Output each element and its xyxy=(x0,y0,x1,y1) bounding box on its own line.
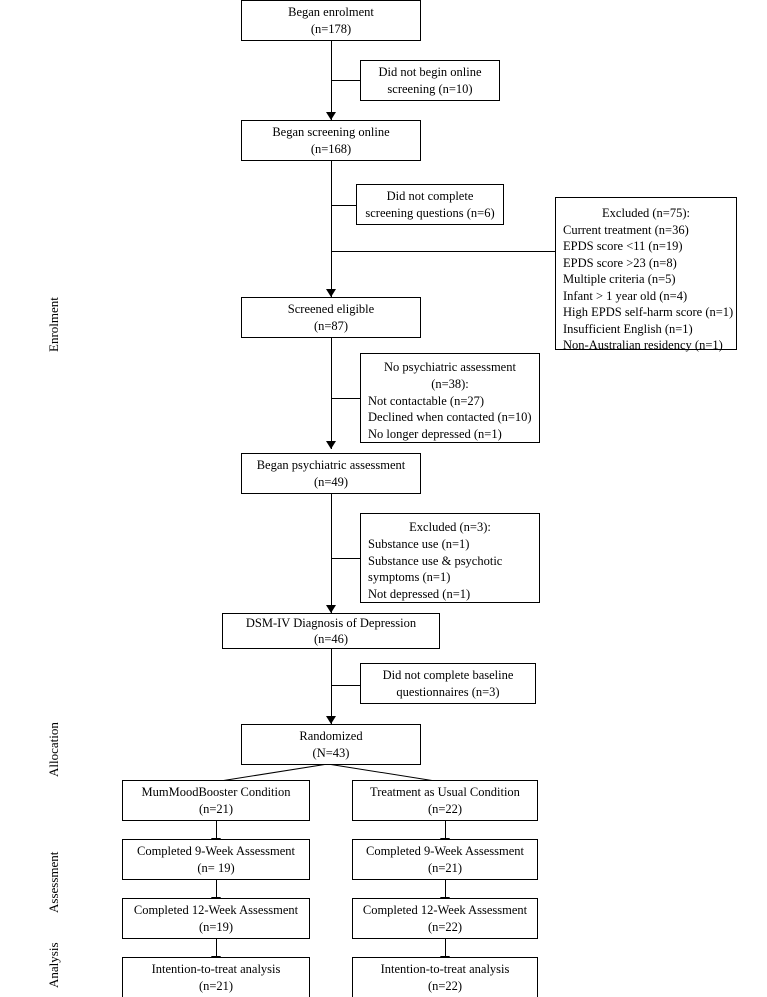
no-psych-item: No longer depressed (n=1) xyxy=(368,426,502,441)
connector-line xyxy=(331,685,360,686)
connector-line xyxy=(331,205,360,206)
node-randomized: Randomized (N=43) xyxy=(241,724,421,765)
node-no-psychiatric-assessment: No psychiatric assessment (n=38): Not co… xyxy=(360,353,540,443)
node-treatment-as-usual-condition: Treatment as Usual Condition (n=22) xyxy=(352,780,538,821)
node-count: (n= 19) xyxy=(197,860,235,875)
connector-line xyxy=(216,939,217,963)
node-count: (n=22) xyxy=(427,978,463,993)
node-right-completed-9-week-assessment: Completed 9-Week Assessment (n=21) xyxy=(352,839,538,880)
node-line-2: questionnaires (n=3) xyxy=(396,684,500,699)
connector-line xyxy=(445,821,446,845)
connector-line xyxy=(216,880,217,904)
node-count: (n=22) xyxy=(427,801,463,816)
node-title: Intention-to-treat analysis xyxy=(151,962,281,976)
stage-label-assessment: Assessment xyxy=(46,851,61,913)
no-psych-header-line-1: No psychiatric assessment xyxy=(384,360,516,374)
node-title: Completed 9-Week Assessment xyxy=(137,844,295,858)
connector-arrow xyxy=(326,716,336,724)
stage-label-analysis: Analysis xyxy=(46,942,61,989)
excluded-75-item: EPDS score >23 (n=8) xyxy=(563,255,677,270)
node-began-enrolment: Began enrolment (n=178) xyxy=(241,0,421,41)
node-count: (n=21) xyxy=(198,801,234,816)
node-left-intention-to-treat-analysis: Intention-to-treat analysis (n=21) xyxy=(122,957,310,997)
connector-arrow xyxy=(326,112,336,120)
node-right-intention-to-treat-analysis: Intention-to-treat analysis (n=22) xyxy=(352,957,538,997)
excluded-75-header: Excluded (n=75): xyxy=(602,206,690,220)
node-did-not-complete-baseline-questionnaires: Did not complete baseline questionnaires… xyxy=(360,663,536,704)
node-did-not-complete-screening-questions: Did not complete screening questions (n=… xyxy=(356,184,504,225)
connector-arrow xyxy=(326,605,336,613)
node-count: (n=168) xyxy=(310,141,352,156)
node-count: (n=21) xyxy=(198,978,234,993)
node-title: Randomized xyxy=(299,729,363,743)
excluded-3-item: Substance use & psychotic xyxy=(368,553,503,568)
node-mummoodbooster-condition: MumMoodBooster Condition (n=21) xyxy=(122,780,310,821)
node-line-1: Did not complete xyxy=(386,189,474,203)
node-count: (n=21) xyxy=(427,860,463,875)
node-line-2: screening (n=10) xyxy=(387,81,473,96)
node-title: Completed 9-Week Assessment xyxy=(366,844,524,858)
stage-label-allocation: Allocation xyxy=(46,722,61,777)
node-title: Treatment as Usual Condition xyxy=(370,785,520,799)
node-title: Intention-to-treat analysis xyxy=(380,962,510,976)
connector-line xyxy=(216,821,217,845)
connector-line xyxy=(331,251,555,252)
node-began-screening-online: Began screening online (n=168) xyxy=(241,120,421,161)
node-right-completed-12-week-assessment: Completed 12-Week Assessment (n=22) xyxy=(352,898,538,939)
connector-line xyxy=(331,493,332,613)
no-psych-header-line-2: (n=38): xyxy=(431,376,469,391)
excluded-75-item: EPDS score <11 (n=19) xyxy=(563,239,683,253)
connector-line xyxy=(331,558,360,559)
node-title: Screened eligible xyxy=(287,302,375,316)
excluded-3-item: Substance use (n=1) xyxy=(368,537,470,551)
connector-line xyxy=(331,80,360,81)
node-count: (n=22) xyxy=(427,919,463,934)
excluded-75-item: Insufficient English (n=1) xyxy=(563,321,693,336)
node-did-not-begin-online-screening: Did not begin online screening (n=10) xyxy=(360,60,500,101)
connector-arrow xyxy=(326,441,336,449)
node-title: Began enrolment xyxy=(288,5,374,19)
node-left-completed-9-week-assessment: Completed 9-Week Assessment (n= 19) xyxy=(122,839,310,880)
node-line-1: Did not complete baseline xyxy=(382,668,514,682)
node-left-completed-12-week-assessment: Completed 12-Week Assessment (n=19) xyxy=(122,898,310,939)
excluded-3-item: symptoms (n=1) xyxy=(368,570,451,584)
node-title: Completed 12-Week Assessment xyxy=(133,903,299,917)
excluded-75-item: Current treatment (n=36) xyxy=(563,222,689,237)
node-title: Began screening online xyxy=(272,125,390,139)
node-excluded-3: Excluded (n=3): Substance use (n=1) Subs… xyxy=(360,513,540,603)
node-count: (n=87) xyxy=(313,318,349,333)
node-line-1: Did not begin online xyxy=(378,65,482,79)
excluded-75-item: Non-Australian residency (n=1) xyxy=(563,338,723,352)
excluded-75-item: High EPDS self-harm score (n=1) xyxy=(563,305,734,319)
excluded-3-item: Not depressed (n=1) xyxy=(368,586,471,601)
excluded-3-header: Excluded (n=3): xyxy=(409,520,491,534)
connector-arrow xyxy=(326,289,336,297)
connector-line xyxy=(331,648,332,724)
connector-line xyxy=(331,160,332,297)
stage-label-enrolment: Enrolment xyxy=(46,297,61,352)
node-dsm-iv-diagnosis: DSM-IV Diagnosis of Depression (n=46) xyxy=(222,613,440,649)
node-count: (n=19) xyxy=(198,919,234,934)
node-count: (n=49) xyxy=(313,474,349,489)
connector-line xyxy=(445,939,446,963)
node-title: Began psychiatric assessment xyxy=(256,458,406,472)
node-line-2: screening questions (n=6) xyxy=(365,205,495,220)
excluded-75-item: Infant > 1 year old (n=4) xyxy=(563,288,688,303)
node-excluded-75: Excluded (n=75): Current treatment (n=36… xyxy=(555,197,737,352)
connector-line xyxy=(331,337,332,449)
connector-line xyxy=(445,880,446,904)
node-count: (n=178) xyxy=(310,21,352,36)
connector-line xyxy=(331,398,360,399)
node-began-psychiatric-assessment: Began psychiatric assessment (n=49) xyxy=(241,453,421,494)
no-psych-item: Declined when contacted (n=10) xyxy=(368,410,532,424)
node-count: (n=46) xyxy=(313,632,349,646)
node-title: Completed 12-Week Assessment xyxy=(362,903,528,917)
no-psych-item: Not contactable (n=27) xyxy=(368,393,485,408)
excluded-75-item: Multiple criteria (n=5) xyxy=(563,272,676,286)
node-screened-eligible: Screened eligible (n=87) xyxy=(241,297,421,338)
node-count: (N=43) xyxy=(312,745,350,760)
node-title: DSM-IV Diagnosis of Depression xyxy=(245,615,417,630)
node-title: MumMoodBooster Condition xyxy=(141,785,291,799)
